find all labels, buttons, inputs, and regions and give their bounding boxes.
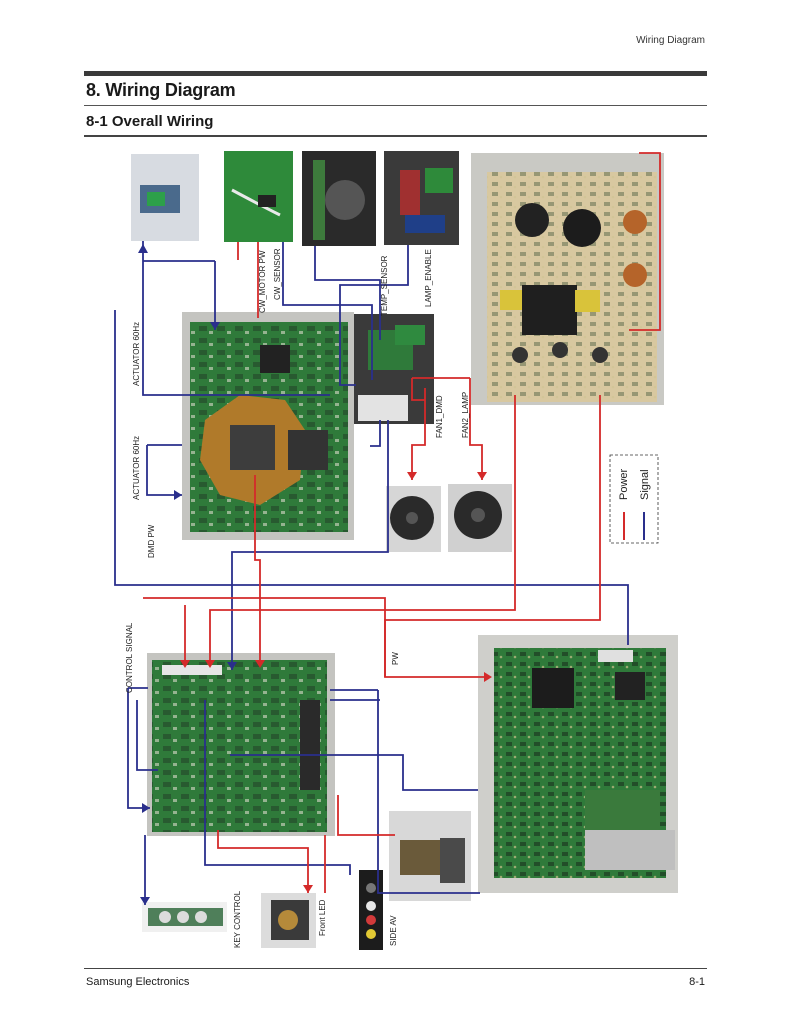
side-av-jack-photo: [359, 870, 383, 950]
legend-signal-label: Signal: [639, 469, 651, 500]
temp-sensor-photo: [302, 151, 376, 246]
label-cw-sensor: CW_SENSOR: [273, 248, 282, 300]
signal-wires: [114, 241, 629, 905]
key-control-photo: [142, 902, 227, 932]
main-board-photo: [147, 653, 335, 836]
title-bar: [84, 71, 707, 76]
page-title: 8. Wiring Diagram: [86, 80, 236, 100]
label-key-control: KEY CONTROL: [233, 890, 242, 948]
fan2-photo: [448, 484, 512, 552]
label-lamp-enable: LAMP_ENABLE: [424, 249, 433, 307]
label-fan2-lamp: FAN2_LAMP: [461, 392, 470, 438]
footer-page-number: 8-1: [689, 976, 705, 988]
connector-board-photo: [354, 314, 434, 424]
power-supply-photo: [471, 153, 664, 405]
front-led-photo: [261, 893, 316, 948]
cw-sensor-photo: [224, 151, 293, 242]
section-title: 8-1 Overall Wiring: [86, 113, 214, 130]
label-front-led: Front LED: [318, 899, 327, 936]
footer-company: Samsung Electronics: [86, 976, 190, 988]
power-wires: [143, 152, 661, 893]
running-header: Wiring Diagram: [636, 35, 705, 46]
label-actuator-60hz-2: ACTUATOR 60Hz: [132, 436, 141, 500]
fan1-photo: [386, 486, 441, 552]
legend-power-label: Power: [618, 468, 630, 500]
title-rule: [84, 105, 707, 106]
label-pw: PW: [391, 652, 400, 665]
dmd-board-photo: [182, 312, 354, 540]
wire-arrowheads: [138, 244, 492, 905]
label-cw-motor-pw: CW_MOTOR PW: [258, 250, 267, 313]
footer-rule: [84, 968, 707, 969]
lamp-enable-photo: [384, 151, 459, 245]
cw-motor-photo: [131, 154, 199, 241]
label-dmd-pw: DMD PW: [147, 524, 156, 558]
label-temp-sensor: TEMP_SENSOR: [380, 255, 389, 316]
av-module-photo: [389, 811, 471, 901]
label-control-signal: CONTROL SIGNAL: [125, 622, 134, 693]
legend: Power Signal: [609, 454, 659, 544]
label-side-av: SIDE AV: [389, 915, 398, 946]
label-fan1-dmd: FAN1_DMD: [435, 395, 444, 438]
signal-board-photo: [478, 635, 678, 893]
label-actuator-60hz-1: ACTUATOR 60Hz: [132, 322, 141, 386]
section-rule: [84, 135, 707, 137]
